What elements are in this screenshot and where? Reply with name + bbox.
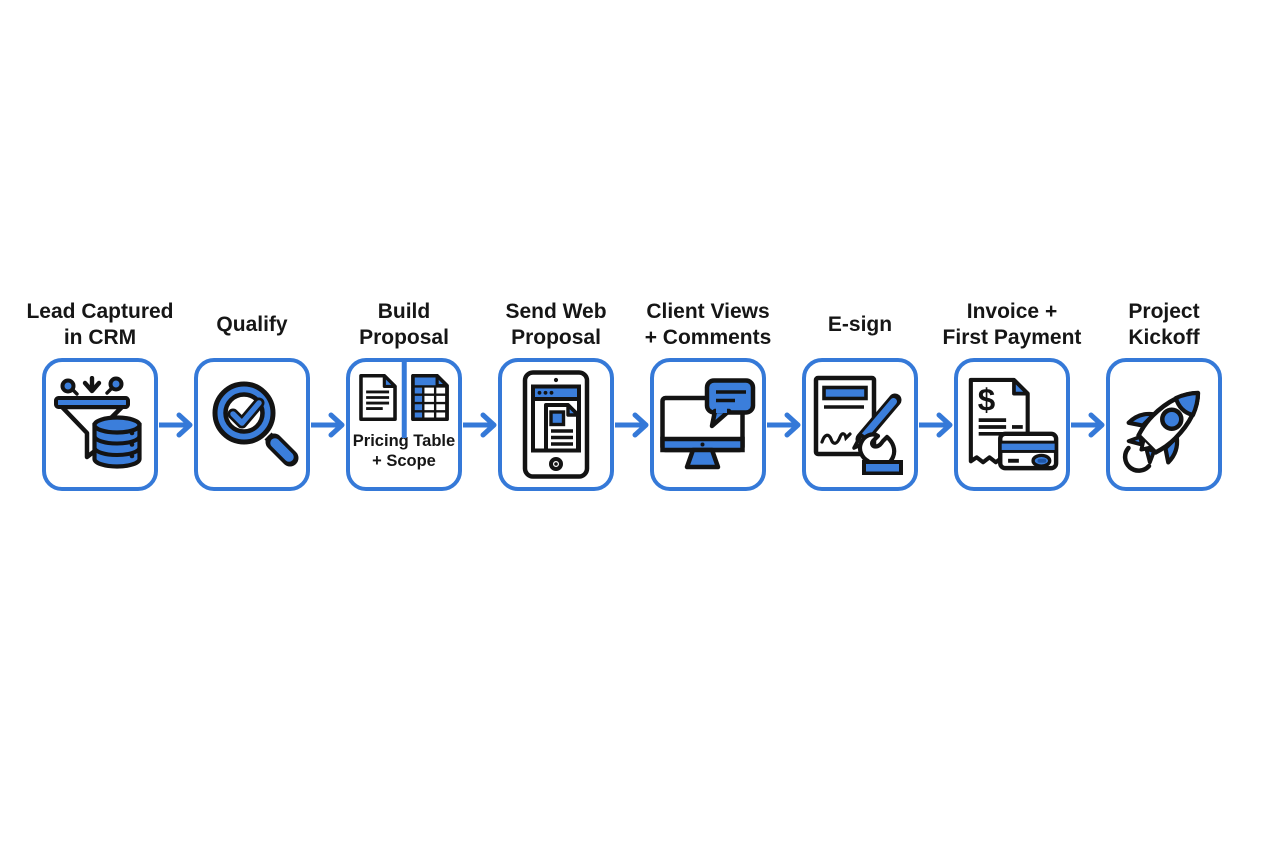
step-invoice-first-payment: Invoice + First Payment $ [943, 298, 1081, 491]
funnel-database-icon [54, 375, 142, 469]
flow-arrow [918, 412, 954, 438]
dollar-sign: $ [978, 382, 995, 417]
step-label: Build Proposal [359, 300, 449, 349]
step-qualify: Qualify [194, 298, 310, 491]
magnifier-check-icon [212, 381, 299, 466]
step-project-kickoff: Project Kickoff [1106, 298, 1222, 491]
step-label: Invoice + First Payment [942, 300, 1082, 349]
step-box: $ [954, 358, 1070, 491]
step-sublabel: Pricing Table + Scope [352, 432, 456, 470]
step-box [650, 358, 766, 491]
step-label: Send Web Proposal [505, 300, 607, 349]
step-box [42, 358, 158, 491]
flow-arrow [158, 412, 194, 438]
step-box [498, 358, 614, 491]
document-icon [359, 373, 397, 422]
rocket-icon [1122, 390, 1201, 473]
document-and-spreadsheet-icon [359, 373, 449, 422]
tablet-web-proposal-icon [522, 369, 590, 479]
step-label: Qualify [216, 313, 288, 336]
step-label: Client Views + Comments [644, 300, 772, 349]
step-lead-captured-in-crm: Lead Captured in CRM [26, 298, 174, 491]
step-label: Lead Captured in CRM [26, 300, 174, 349]
monitor-comment-bubble-icon [660, 377, 756, 469]
flow-arrow [310, 412, 346, 438]
flow-arrow [462, 412, 498, 438]
step-box [802, 358, 918, 491]
flow-arrow [766, 412, 802, 438]
step-box: Pricing Table + Scope [346, 358, 462, 491]
spreadsheet-icon [411, 373, 449, 422]
flow-arrow [614, 412, 650, 438]
divider-line [401, 362, 407, 438]
step-send-web-proposal: Send Web Proposal [498, 298, 614, 491]
flow-arrow [1070, 412, 1106, 438]
invoice-credit-card-icon: $ [968, 377, 1059, 470]
step-box [1106, 358, 1222, 491]
flow-row: Lead Captured in CRM [0, 298, 1264, 491]
step-label: E-sign [827, 313, 893, 336]
step-label: Project Kickoff [1128, 300, 1200, 349]
step-build-proposal: Build Proposal [346, 298, 462, 491]
step-client-views-comments: Client Views + Comments [645, 298, 771, 491]
step-box [194, 358, 310, 491]
hand-signing-document-icon [813, 375, 903, 475]
step-e-sign: E-sign [802, 298, 918, 491]
